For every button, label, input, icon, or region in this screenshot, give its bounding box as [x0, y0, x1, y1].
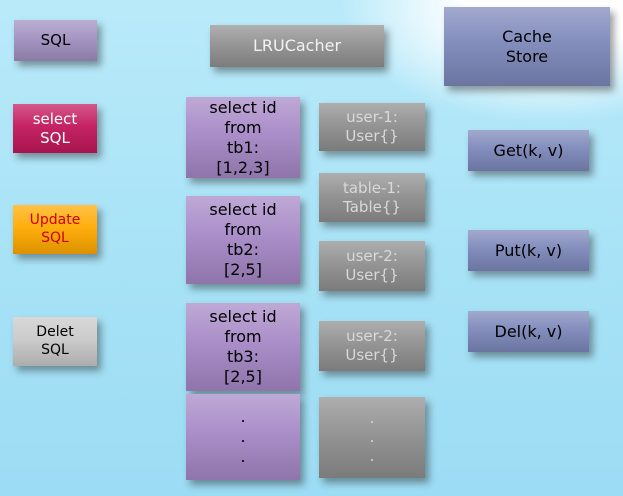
- table-1-node: table-1: Table{}: [319, 173, 425, 222]
- select-sql-node: select SQL: [13, 104, 97, 153]
- update-sql-node: Update SQL: [13, 205, 97, 254]
- put-operation-node: Put(k, v): [468, 230, 589, 271]
- sql-node: SQL: [14, 20, 97, 61]
- get-operation-node: Get(k, v): [468, 130, 589, 171]
- del-operation-node: Del(k, v): [468, 311, 589, 352]
- user-2-node: user-2: User{}: [319, 241, 425, 291]
- lrucacher-node: LRUCacher: [210, 25, 384, 67]
- user-1-node: user-1: User{}: [319, 103, 425, 151]
- query-tb3-node: select id from tb3: [2,5]: [186, 303, 300, 391]
- delete-sql-node: Delet SQL: [13, 317, 97, 366]
- query-tb2-node: select id from tb2: [2,5]: [186, 196, 300, 284]
- query-ellipsis-node: . . .: [186, 394, 300, 480]
- user-2-node-2: user-2: User{}: [319, 321, 425, 371]
- object-ellipsis-node: . . .: [319, 397, 425, 478]
- query-tb1-node: select id from tb1: [1,2,3]: [186, 97, 300, 178]
- cache-store-node: Cache Store: [444, 7, 610, 86]
